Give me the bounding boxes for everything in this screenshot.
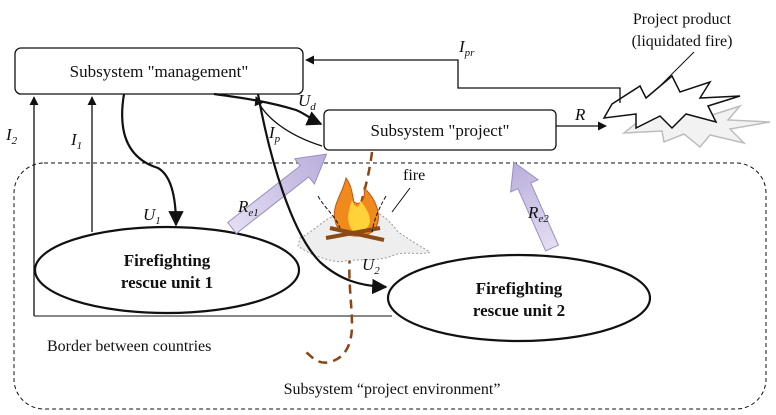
management-box <box>14 47 304 95</box>
fire-label: fire <box>403 167 425 184</box>
product-label-line2: (liquidated fire) <box>632 33 733 50</box>
country-border-path <box>305 151 374 364</box>
label-i-pr: Ipr <box>458 37 475 59</box>
label-u-1: U1 <box>143 205 161 227</box>
unit2-label-line1: Firefighting <box>476 279 563 298</box>
label-r: R <box>574 105 586 124</box>
arrow-i-pr <box>305 55 621 103</box>
unit2-label-line2: rescue unit 2 <box>473 301 565 320</box>
product-label-line1: Project product <box>633 11 732 28</box>
environment-boundary <box>13 162 767 410</box>
label-u-d: Ud <box>298 91 316 113</box>
label-r-e1: Re1 <box>237 197 259 219</box>
product-pointer <box>659 51 695 87</box>
environment-label: Subsystem “project environment” <box>284 381 501 398</box>
label-i-2: I2 <box>5 125 18 147</box>
fire-icon <box>297 176 432 263</box>
fire-pointer <box>391 187 411 213</box>
label-i-p: Ip <box>268 123 281 145</box>
arrow-u-d <box>213 92 323 126</box>
management-label: Subsystem "management" <box>70 62 249 81</box>
arrow-u-1 <box>121 93 184 227</box>
unit2-ellipse <box>386 253 652 343</box>
arrow-u-2 <box>256 93 388 295</box>
wide-arrow-re2 <box>510 161 560 252</box>
unit1-label-line2: rescue unit 1 <box>121 273 213 292</box>
unit1-label-line1: Firefighting <box>124 251 211 270</box>
label-r-e2: Re2 <box>527 203 549 225</box>
border-label: Border between countries <box>47 338 211 355</box>
project-label: Subsystem "project" <box>370 121 509 140</box>
project-product-burst <box>602 74 771 149</box>
label-i-1: I1 <box>70 130 82 152</box>
wide-arrow-re1 <box>226 153 328 235</box>
unit1-ellipse <box>33 225 301 315</box>
label-u-2: U2 <box>362 255 380 277</box>
project-box <box>323 109 557 151</box>
